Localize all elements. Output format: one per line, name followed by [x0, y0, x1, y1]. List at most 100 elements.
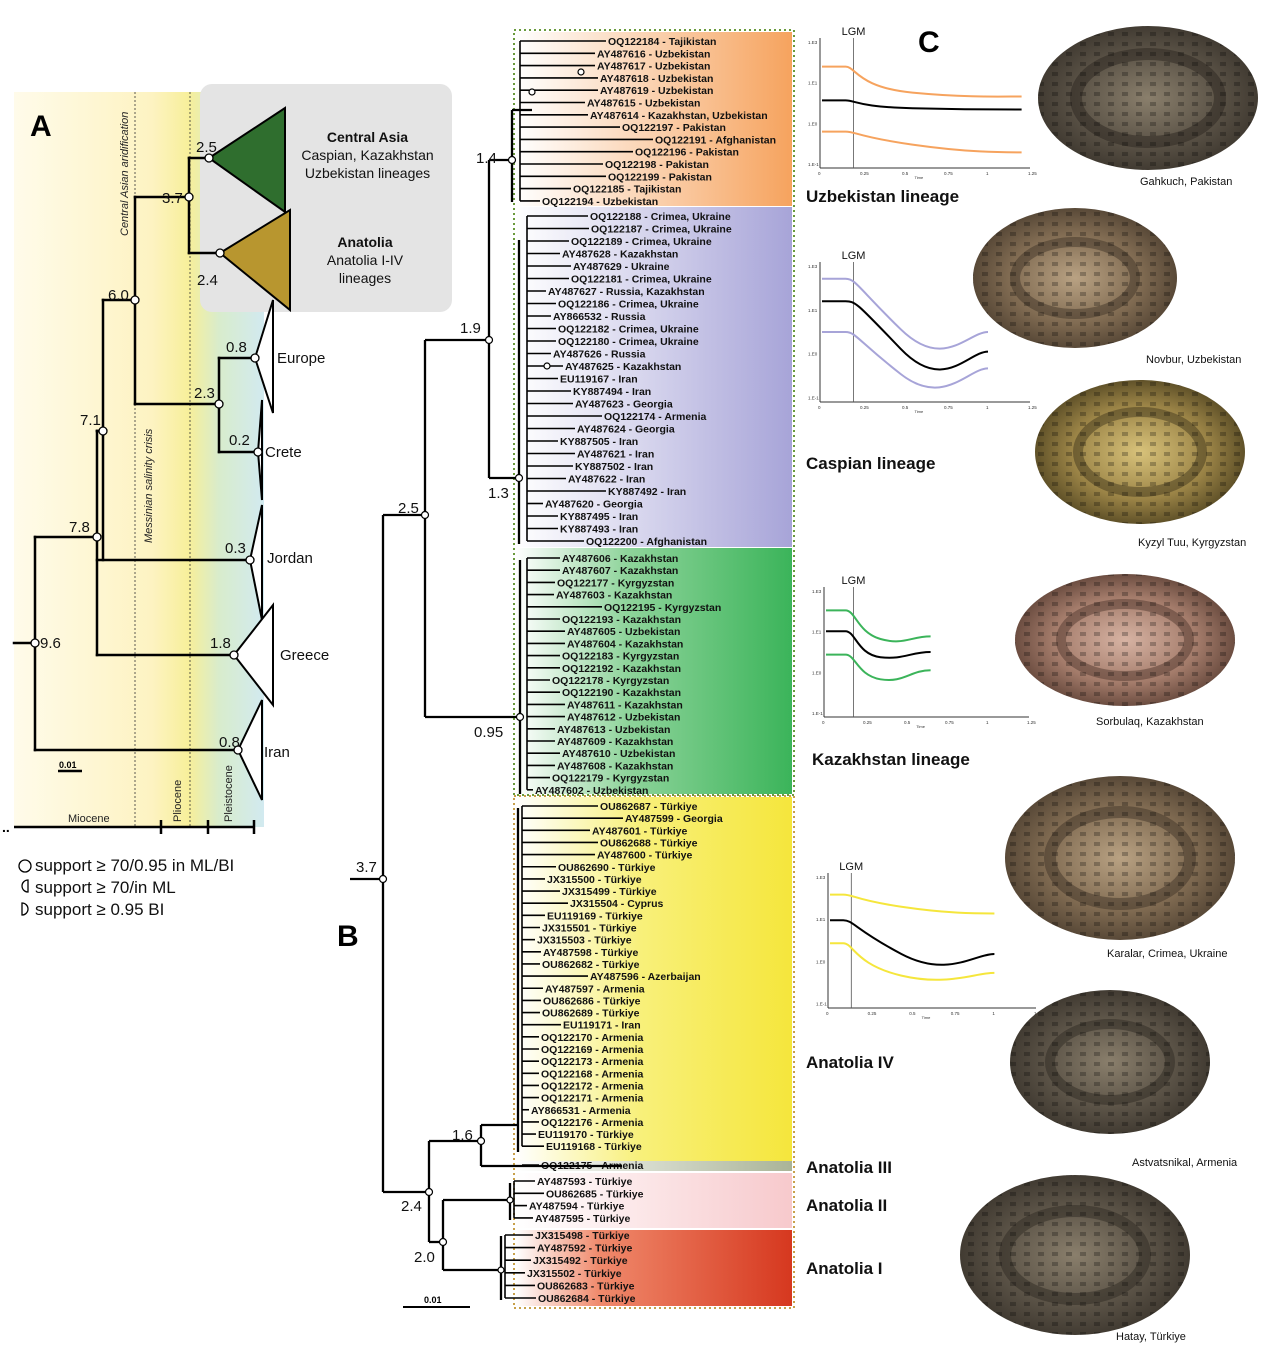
leaf-label: OQ122181 - Crimea, Ukraine — [571, 274, 712, 286]
bsp-xtitle: Time — [915, 175, 925, 180]
leaf-label: OQ122188 - Crimea, Ukraine — [590, 211, 731, 223]
leaf-label: OQ122196 - Pakistan — [635, 147, 739, 159]
leaf-label: OQ122170 - Armenia — [541, 1032, 643, 1044]
bsp-xtick: 0.5 — [902, 171, 909, 176]
leaf-label: KY887494 - Iran — [573, 386, 651, 398]
leaf-label: OQ122172 - Armenia — [541, 1080, 643, 1092]
tip-label: Crete — [265, 444, 302, 461]
bsp-xtick: 1 — [986, 171, 989, 176]
tip-label: Europe — [277, 350, 325, 367]
leaf-label: EU119167 - Iran — [560, 374, 638, 386]
leaf-label: AY487615 - Uzbekistan — [587, 98, 700, 110]
leaf-label: AY487617 - Uzbekistan — [597, 61, 710, 73]
bsp-xtick: 1 — [986, 405, 989, 410]
leaf-label: OU862684 - Türkiye — [538, 1293, 636, 1305]
node-age: 2.5 — [398, 500, 419, 517]
node-age: 1.4 — [476, 150, 497, 167]
bsp-upper-hpd — [822, 279, 988, 349]
leaf-label: OQ122187 - Crimea, Ukraine — [591, 224, 732, 236]
bsp-xtick: 0.25 — [868, 1011, 877, 1016]
leaf-label: AY487622 - Iran — [568, 474, 645, 486]
node-age: 0.8 — [226, 339, 247, 356]
period-label: Pleistocene — [223, 765, 235, 822]
bsp-xtick: 1.25 — [1028, 405, 1037, 410]
snake-photo-5 — [1005, 776, 1235, 940]
leaf-label: AY487626 - Russia — [553, 349, 646, 361]
leaf-label: AY487612 - Uzbekistan — [567, 712, 680, 724]
photo-caption: Gahkuch, Pakistan — [1140, 176, 1232, 188]
bsp-plot: LGM1.E31.E11.E01.E-100.250.50.7511.25Tim… — [816, 861, 1043, 1020]
leaf-label: JX315501 - Türkiye — [542, 923, 637, 935]
bsp-xtick: 0.75 — [944, 171, 953, 176]
leaf-label: OQ122199 - Pakistan — [608, 171, 712, 183]
lineage-label: Uzbekistan lineage — [806, 187, 959, 207]
leaf-label: JX315500 - Türkiye — [547, 874, 642, 886]
leaf-label: OU862683 - Türkiye — [537, 1280, 635, 1292]
leaf-label: OU862682 - Türkiye — [542, 959, 640, 971]
photo-caption: Sorbulaq, Kazakhstan — [1096, 716, 1204, 728]
leaf-label: AY487605 - Uzbekistan — [567, 626, 680, 638]
leaf-label: AY487593 - Türkiye — [537, 1176, 633, 1188]
leaf-label: AY487595 - Türkiye — [535, 1213, 631, 1225]
leaf-label: AY487602 - Uzbekistan — [535, 785, 648, 797]
node-age: 2.4 — [197, 272, 218, 289]
leaf-label: OQ122189 - Crimea, Ukraine — [571, 236, 712, 248]
node-age: 1.9 — [460, 320, 481, 337]
node-age: 2.3 — [194, 385, 215, 402]
bsp-xtick: 0.5 — [909, 1011, 916, 1016]
bsp-xtick: 0.75 — [944, 405, 953, 410]
bsp-xtick: 1 — [986, 720, 989, 725]
lgm-label: LGM — [842, 26, 866, 38]
tip-label: Iran — [264, 744, 290, 761]
leaf-label: OQ122174 - Armenia — [604, 411, 706, 423]
snake-photo-7 — [960, 1175, 1190, 1335]
lineage-label: Caspian lineage — [806, 454, 935, 474]
leaf-label: OQ122177 - Kyrgyzstan — [557, 577, 674, 589]
group-line: Caspian, Kazakhstan — [290, 146, 445, 164]
bsp-xtitle: Time — [915, 409, 925, 414]
node-age: 2.4 — [401, 1198, 422, 1215]
bsp-ytick: 1.E-1 — [816, 1002, 827, 1007]
tip-label: Jordan — [267, 550, 313, 567]
lineage-label: Anatolia IV — [806, 1053, 894, 1073]
bsp-ytick: 1.E3 — [816, 875, 826, 880]
snake-photo-3 — [1035, 380, 1245, 524]
photo-caption: Novbur, Uzbekistan — [1146, 354, 1241, 366]
group-line: Anatolia I-IV — [300, 251, 430, 269]
bsp-upper-hpd — [826, 610, 931, 641]
bsp-xtick: 0.75 — [945, 720, 954, 725]
leaf-label: OQ122197 - Pakistan — [622, 122, 726, 134]
snake-photo-4 — [1015, 574, 1235, 706]
bsp-ytick: 1.E-1 — [808, 395, 819, 400]
leaf-label: KY887492 - Iran — [608, 486, 686, 498]
leaf-label: EU119168 - Türkiye — [546, 1141, 642, 1153]
leaf-label: AY487600 - Türkiye — [597, 850, 693, 862]
leaf-label: KY887495 - Iran — [560, 511, 638, 523]
leaf-label: OU862685 - Türkiye — [546, 1188, 644, 1200]
bsp-ytick: 1.E0 — [812, 670, 822, 675]
leaf-label: OQ122193 - Kazakhstan — [562, 614, 681, 626]
leaf-label: OU862689 - Türkiye — [542, 1008, 640, 1020]
leaf-label: EU119170 - Türkiye — [538, 1129, 634, 1141]
bsp-xtitle: Time — [922, 1015, 932, 1020]
lineage-label: Anatolia II — [806, 1196, 887, 1216]
bsp-ytick: 1.E1 — [808, 308, 818, 313]
node-age: 3.7 — [162, 190, 183, 207]
leaf-label: OQ122194 - Uzbekistan — [542, 196, 658, 208]
bsp-xtick: 0.5 — [902, 405, 909, 410]
leaf-label: JX315499 - Türkiye — [562, 886, 657, 898]
bsp-xtick: 1 — [992, 1011, 995, 1016]
lineage-label: Anatolia I — [806, 1259, 883, 1279]
leaf-label: OQ122191 - Afghanistan — [655, 134, 776, 146]
leaf-label: OQ122168 - Armenia — [541, 1068, 643, 1080]
panel-label-b: B — [337, 920, 359, 954]
leaf-label: AY487610 - Uzbekistan — [562, 748, 675, 760]
leaf-label: JX315503 - Türkiye — [537, 935, 632, 947]
bsp-xtick: 0.75 — [951, 1011, 960, 1016]
leaf-label: AY487625 - Kazakhstan — [565, 361, 681, 373]
leaf-label: OQ122182 - Crimea, Ukraine — [558, 324, 699, 336]
leaf-label: AY487594 - Türkiye — [529, 1201, 625, 1213]
leaf-label: KY887493 - Iran — [560, 524, 638, 536]
panel-label-c: C — [918, 26, 940, 60]
